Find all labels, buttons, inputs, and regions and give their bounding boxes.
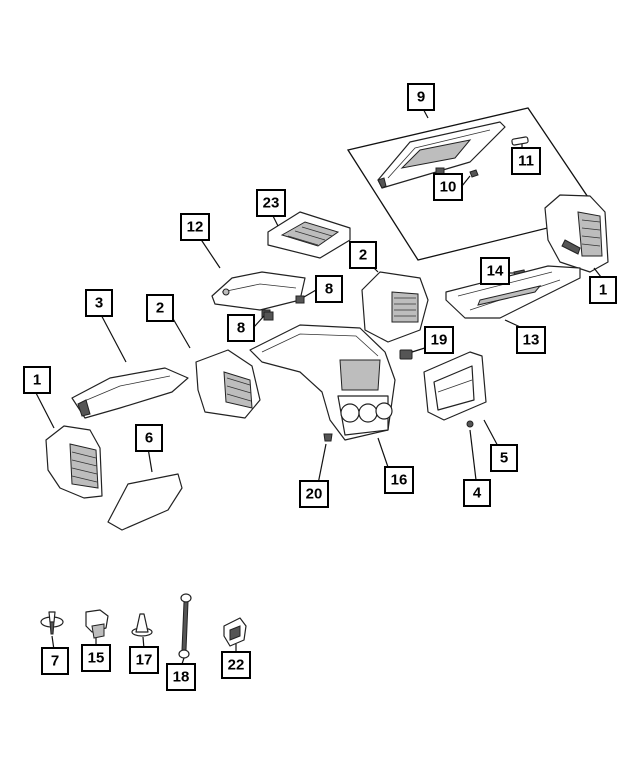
callout-label: 15 [88,650,105,667]
radio-bezel-part [423,351,487,421]
callout-label: 23 [263,195,280,212]
connector-clip-part [223,617,247,647]
callout-1-left: 1 [23,366,51,394]
air-vent-part [195,349,261,419]
callout-8-upper: 8 [315,275,343,303]
glove-panel-part [107,473,183,531]
callout-label: 17 [136,652,153,669]
callout-7: 7 [41,647,69,675]
callout-23: 23 [256,189,286,217]
storage-bin-part [267,211,351,259]
upper-cover-part [211,271,306,311]
callout-label: 5 [500,450,508,467]
callout-label: 1 [599,282,607,299]
callout-13: 13 [516,326,546,354]
callout-15: 15 [81,644,111,672]
callout-6: 6 [135,424,163,452]
side-vent-part [544,194,609,273]
callout-label: 8 [237,320,245,337]
callout-label: 16 [391,472,408,489]
callout-label: 1 [33,372,41,389]
callout-label: 8 [325,281,333,298]
side-vent-part [45,425,103,499]
upper-dash-panel-part [71,367,189,419]
callout-3: 3 [85,289,113,317]
callout-label: 14 [487,263,504,280]
pin-part [511,136,529,146]
callout-label: 22 [228,657,245,674]
callout-18: 18 [166,663,196,691]
callout-5: 5 [490,444,518,472]
callout-label: 18 [173,669,190,686]
callout-2-left: 2 [146,294,174,322]
callout-label: 9 [417,89,425,106]
push-fastener-part [131,613,153,637]
clip-part [263,311,274,321]
callout-1-right: 1 [589,276,617,304]
callout-14: 14 [480,257,510,285]
callout-8-lower: 8 [227,314,255,342]
callout-12: 12 [180,213,210,241]
callout-20: 20 [299,480,329,508]
callout-19: 19 [424,326,454,354]
push-pin-part [40,611,64,635]
callout-label: 3 [95,295,103,312]
instrument-panel-part [249,324,396,441]
callout-10: 10 [433,173,463,201]
callout-label: 13 [523,332,540,349]
square-clip-part [85,609,109,639]
callout-16: 16 [384,466,414,494]
callout-11: 11 [511,147,541,175]
switch-part [399,349,413,360]
callout-label: 20 [306,486,323,503]
callout-2-right: 2 [349,241,377,269]
cover-panel-part [377,121,506,189]
callout-label: 6 [145,430,153,447]
callout-label: 11 [518,153,534,170]
air-vent-part [361,271,429,343]
lower-trim-part [445,265,581,319]
screw-part [466,420,474,428]
callout-label: 4 [473,485,482,502]
callout-17: 17 [129,646,159,674]
callout-label: 19 [431,332,448,349]
callout-4: 4 [463,479,491,507]
callout-label: 2 [156,300,164,317]
ground-strap-part [178,593,192,659]
callout-label: 12 [187,219,204,236]
callout-22: 22 [221,651,251,679]
clip-part [323,433,333,442]
callout-label: 10 [440,179,457,196]
clip-part [435,167,479,178]
callout-label: 7 [51,653,59,670]
callout-9: 9 [407,83,435,111]
callout-label: 2 [359,247,367,264]
